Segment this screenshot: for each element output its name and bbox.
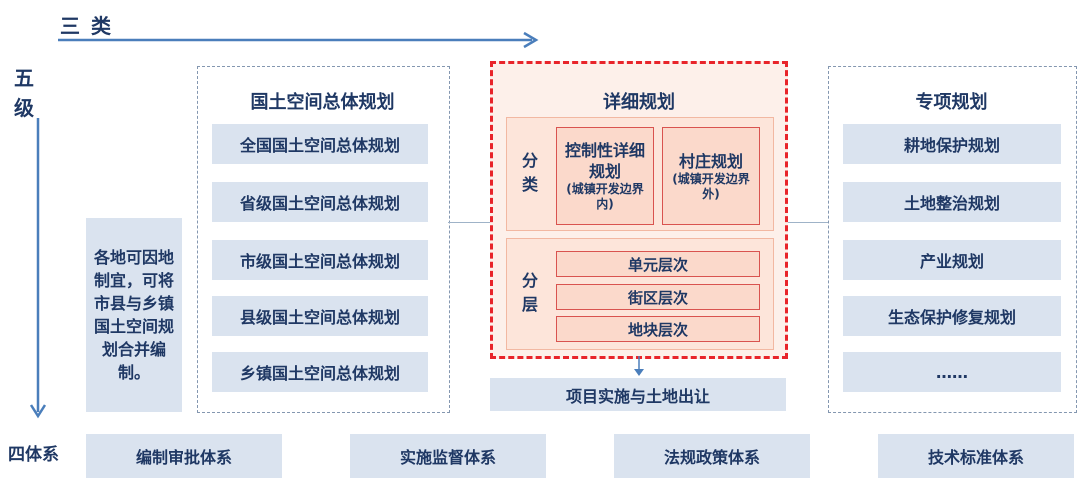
classify-label-1: 分 [521,151,538,170]
overall-item-national: 全国国土空间总体规划 [212,124,428,164]
system-tech-standard: 技术标准体系 [878,434,1074,478]
overall-item-county: 县级国土空间总体规划 [212,296,428,336]
special-item-farmland: 耕地保护规划 [843,124,1061,164]
special-item-ecology: 生态保护修复规划 [843,296,1061,336]
special-item-more: …… [843,352,1061,392]
layer-label-1: 分 [521,271,538,290]
layer-label-2: 层 [521,295,538,314]
detailed-plan-title: 详细规划 [603,92,675,113]
bottom-axis-label: 四体系 [8,445,59,465]
layer-block-box: 街区层次 [556,284,760,310]
overall-item-township: 乡镇国土空间总体规划 [212,352,428,392]
note-box: 各地可因地制宜，可将市县与乡镇国土空间规划合并编制。 [86,218,182,412]
connector-right [788,222,828,223]
village-plan-sub: (城镇开发边界外) [672,171,750,201]
layer-plot-box: 地块层次 [556,316,760,342]
overall-plan-title: 国土空间总体规划 [250,92,395,113]
top-axis-label: 三 类 [60,14,113,38]
layer-unit-box: 单元层次 [556,251,760,277]
connector-left [448,222,490,223]
implementation-box: 项目实施与土地出让 [490,378,786,411]
system-law-policy: 法规政策体系 [614,434,810,478]
note-text: 各地可因地制宜，可将市县与乡镇国土空间规划合并编制。 [93,248,174,382]
control-detail-plan-sub: (城镇开发边界内) [566,182,644,211]
village-plan-title: 村庄规划 [678,151,743,171]
special-item-industry: 产业规划 [843,240,1061,280]
special-plan-title: 专项规划 [915,92,988,113]
control-detail-plan-box: 控制性详细规划 (城镇开发边界内) [556,127,654,225]
system-compile-approve: 编制审批体系 [86,434,282,478]
left-axis-label-2: 级 [14,96,34,120]
overall-item-provincial: 省级国土空间总体规划 [212,182,428,222]
down-arrow-icon [29,118,47,419]
classify-label-2: 类 [521,175,538,194]
small-down-arrow-icon [634,356,644,376]
special-item-land-remediation: 土地整治规划 [843,182,1061,222]
system-implement-supervise: 实施监督体系 [350,434,546,478]
control-detail-plan-title: 控制性详细规划 [565,141,646,181]
left-axis-label-1: 五 [14,66,34,90]
village-plan-box: 村庄规划 (城镇开发边界外) [662,127,760,225]
right-arrow-icon [58,31,539,49]
overall-item-city: 市级国土空间总体规划 [212,240,428,280]
